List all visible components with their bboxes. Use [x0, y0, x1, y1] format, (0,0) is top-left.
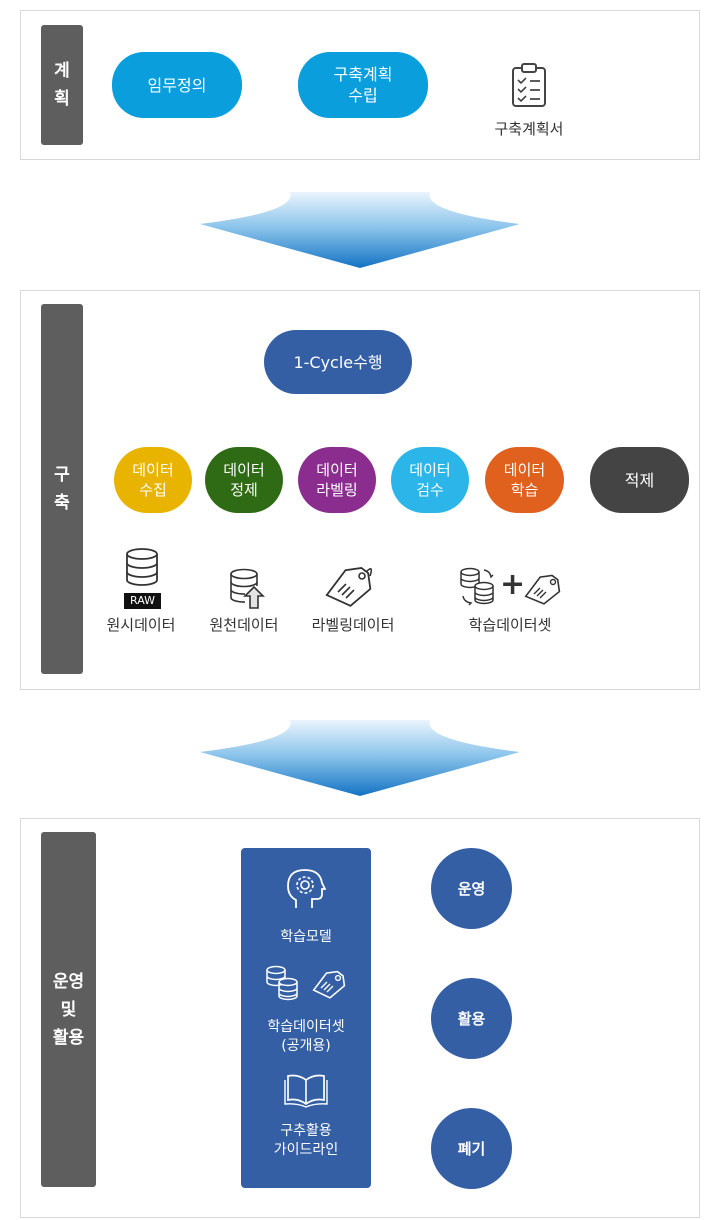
dataset-label: 학습데이터셋 — [267, 1019, 345, 1035]
plan-doc-label: 구축계획서 — [494, 120, 564, 138]
down-arrow-1 — [200, 192, 520, 268]
labeling-data-label: 라벨링데이터 — [311, 616, 395, 634]
database-sync-icon — [458, 566, 496, 610]
training-dataset-label: 학습데이터셋 — [468, 616, 552, 634]
model-label: 학습모델 — [280, 929, 332, 945]
database-icon — [264, 964, 300, 1006]
load-step: 적제 — [590, 447, 689, 513]
clipboard-icon — [510, 62, 548, 112]
tag-icon — [310, 966, 348, 1004]
raw-data-label: 원시데이터 — [106, 616, 176, 634]
cycle-step: 1-Cycle수행 — [264, 330, 412, 394]
dispose-outcome: 폐기 — [431, 1108, 512, 1189]
plus-icon: + — [500, 567, 526, 602]
tag-icon — [522, 570, 564, 610]
guide-label-1: 구추활용 — [280, 1123, 332, 1139]
utilize-outcome: 활용 — [431, 978, 512, 1059]
tag-icon — [322, 562, 376, 612]
database-upload-icon — [228, 568, 266, 614]
operate-outcome: 운영 — [431, 848, 512, 929]
raw-badge: RAW — [124, 593, 161, 609]
source-data-label: 원천데이터 — [209, 616, 279, 634]
dataset-public-label: (공개용) — [281, 1038, 331, 1054]
assets-box — [241, 848, 371, 1188]
database-icon — [124, 548, 160, 592]
guide-label-2: 가이드라인 — [273, 1142, 339, 1158]
down-arrow-2 — [200, 720, 520, 796]
open-book-icon — [284, 1072, 328, 1112]
brain-gear-icon — [286, 868, 327, 914]
mission-definition-step: 임무정의 — [112, 52, 242, 118]
